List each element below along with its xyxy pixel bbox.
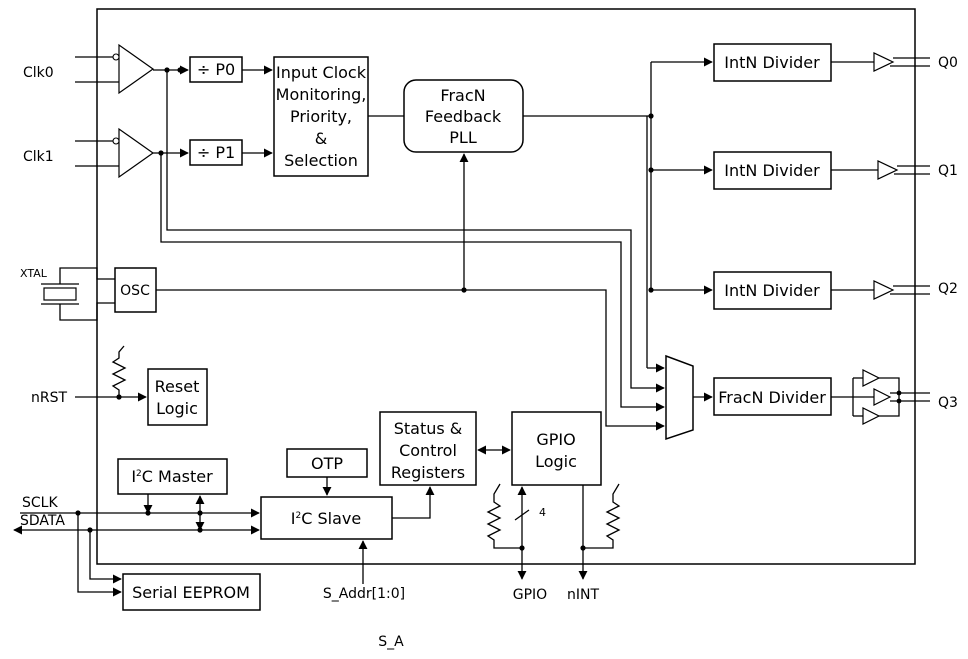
p0-label: ÷ P0: [197, 60, 235, 79]
q2-output-buffer: [831, 280, 930, 300]
bus-width-label: 4: [539, 506, 546, 519]
sclk-label: SCLK: [22, 495, 58, 511]
reset-logic-line-1: Reset: [155, 377, 200, 396]
nint-label: nINT: [567, 587, 599, 603]
fracn-pll-line-1: FracN: [440, 86, 485, 105]
gpio-logic-box: [511, 411, 602, 486]
intn-divider-0-box: [713, 43, 832, 82]
q1-output-buffer: [831, 160, 930, 180]
status-control-line-2: Control: [399, 441, 457, 460]
status-control-line-3: Registers: [391, 463, 465, 482]
sdata-label: SDATA: [20, 513, 65, 529]
gpio-pullup-resistor: [486, 483, 522, 549]
s-addr-label: S_Addr[1:0]: [323, 586, 405, 602]
q2-label: Q2: [938, 281, 958, 297]
intn-divider-1-box: [713, 151, 832, 190]
q0-output-buffer: [831, 52, 930, 72]
caption: S_A: [378, 634, 404, 650]
gpio-label: GPIO: [513, 587, 547, 603]
input-clock-line-3: Priority,: [290, 107, 352, 126]
input-clock-line-1: Input Clock: [276, 63, 367, 82]
nrst-label: nRST: [31, 390, 67, 406]
p0-divider-box: [189, 56, 243, 83]
serial-eeprom-label: Serial EEPROM: [132, 583, 250, 602]
output-mux: [665, 354, 694, 441]
i2c-master-label: I2C Master: [131, 467, 213, 486]
fracn-divider-label: FracN Divider: [718, 388, 826, 407]
q3-label: Q3: [938, 395, 958, 411]
serial-eeprom-box: [122, 573, 261, 611]
otp-label: OTP: [311, 454, 343, 473]
osc-box: [114, 267, 157, 313]
reset-logic-line-2: Logic: [156, 399, 198, 418]
nrst-pullup-resistor: [111, 345, 127, 397]
input-clock-line-2: Monitoring,: [276, 85, 367, 104]
clk1-input-buffer: [75, 127, 155, 179]
fracn-pll-line-2: Feedback: [425, 107, 502, 126]
i2c-slave-label: I2C Slave: [291, 509, 361, 528]
xtal-crystal: [41, 267, 115, 321]
osc-label: OSC: [120, 283, 150, 299]
xtal-label: XTAL: [20, 267, 48, 280]
fracn-pll-line-3: PLL: [449, 128, 477, 147]
reset-logic-box: [147, 368, 208, 426]
clk0-input-buffer: [75, 43, 155, 95]
q1-label: Q1: [938, 163, 958, 179]
p1-divider-box: [189, 139, 243, 166]
i2c-master-box: [117, 458, 228, 495]
intn-divider-1-label: IntN Divider: [724, 161, 820, 180]
intn-divider-2-label: IntN Divider: [724, 281, 820, 300]
fracn-divider-box: [713, 377, 832, 416]
status-control-box: [379, 411, 477, 486]
p1-label: ÷ P1: [197, 143, 235, 162]
gpio-logic-line-2: Logic: [535, 452, 577, 471]
intn-divider-0-label: IntN Divider: [724, 53, 820, 72]
input-clock-monitor-box: [273, 56, 369, 177]
input-clock-line-4: &: [315, 129, 327, 148]
clk0-label: Clk0: [23, 65, 54, 81]
status-control-line-1: Status &: [394, 419, 463, 438]
clk1-label: Clk1: [23, 149, 54, 165]
q0-label: Q0: [938, 55, 958, 71]
q3-output-buffers: [831, 369, 930, 425]
gpio-logic-line-1: GPIO: [536, 430, 575, 449]
input-clock-line-5: Selection: [284, 151, 358, 170]
nint-pullup-resistor: [583, 483, 621, 549]
